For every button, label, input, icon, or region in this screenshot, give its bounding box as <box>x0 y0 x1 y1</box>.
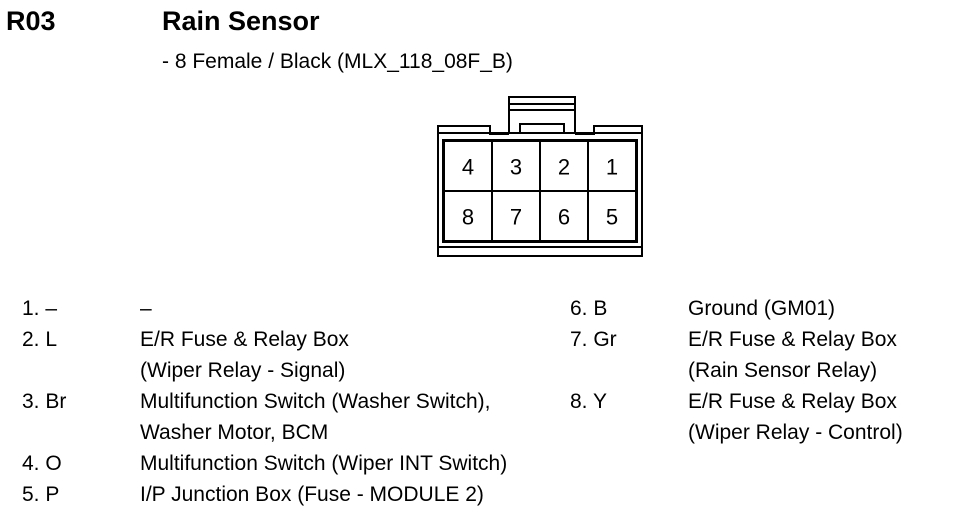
pin-number: 2. L <box>22 328 58 351</box>
pin-description-cont: (Wiper Relay - Signal) <box>140 359 346 382</box>
pin-number: 8. Y <box>570 390 607 413</box>
pin-cavity-label: 1 <box>606 155 618 180</box>
pin-number: 6. B <box>570 297 608 320</box>
pin-cavity-label: 2 <box>558 155 570 180</box>
connector-latch <box>508 96 576 134</box>
pin-description-cont: (Wiper Relay - Control) <box>688 421 903 444</box>
connector-subtitle: - 8 Female / Black (MLX_118_08F_B) <box>162 50 513 73</box>
pin-description-cont: Washer Motor, BCM <box>140 421 329 444</box>
pin-description: E/R Fuse & Relay Box <box>688 328 897 351</box>
pin-cavity-label: 3 <box>510 155 522 180</box>
pin-description: E/R Fuse & Relay Box <box>140 328 349 351</box>
pin-number: 5. P <box>22 483 60 506</box>
pin-description-cont: (Rain Sensor Relay) <box>688 359 878 382</box>
pin-description: Multifunction Switch (Wiper INT Switch) <box>140 452 508 475</box>
pin-number: 3. Br <box>22 390 67 413</box>
pin-cavity-label: 8 <box>462 205 474 230</box>
pin-number: 4. O <box>22 452 62 475</box>
pin-cavity-label: 5 <box>606 205 618 230</box>
pin-description: – <box>140 297 152 320</box>
pin-description: E/R Fuse & Relay Box <box>688 390 897 413</box>
connector-title: Rain Sensor <box>162 6 320 36</box>
pin-description: Ground (GM01) <box>688 297 836 320</box>
pin-cavity-label: 6 <box>558 205 570 230</box>
pin-cavity-label: 7 <box>510 205 522 230</box>
connector-code: R03 <box>6 6 56 36</box>
pin-description: I/P Junction Box (Fuse - MODULE 2) <box>140 483 484 506</box>
pin-number: 7. Gr <box>570 328 617 351</box>
pin-number: 1. – <box>22 297 58 320</box>
connector-diagram: 4 3 2 1 8 7 6 5 <box>437 96 643 257</box>
pin-description: Multifunction Switch (Washer Switch), <box>140 390 491 413</box>
pin-cavity-label: 4 <box>462 155 474 180</box>
